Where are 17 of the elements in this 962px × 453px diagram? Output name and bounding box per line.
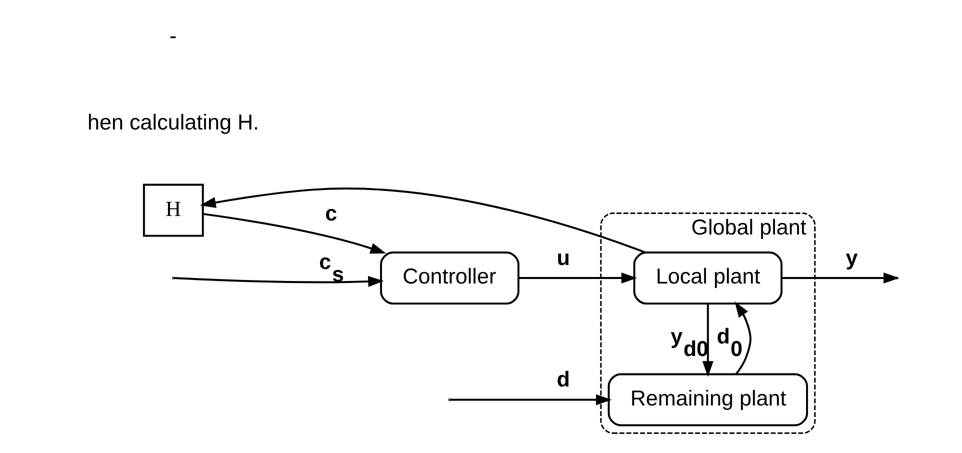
node-box: Local plant <box>632 252 782 305</box>
edge-label: d <box>556 366 570 392</box>
arrow <box>518 272 637 284</box>
arrow <box>702 304 713 377</box>
label: - <box>168 23 176 48</box>
node-box: Controller <box>380 252 519 305</box>
node-box: Remaining plant <box>607 373 808 426</box>
label: hen calculating H. <box>87 109 259 134</box>
arrow <box>202 212 386 254</box>
edge-label: y <box>845 244 858 270</box>
arrow <box>174 276 384 287</box>
edge-label: c <box>324 200 337 226</box>
edge-label: u <box>556 244 570 270</box>
arrow <box>450 394 612 406</box>
arrow <box>200 188 646 254</box>
node-box: H <box>142 184 204 237</box>
arrow <box>734 302 751 374</box>
